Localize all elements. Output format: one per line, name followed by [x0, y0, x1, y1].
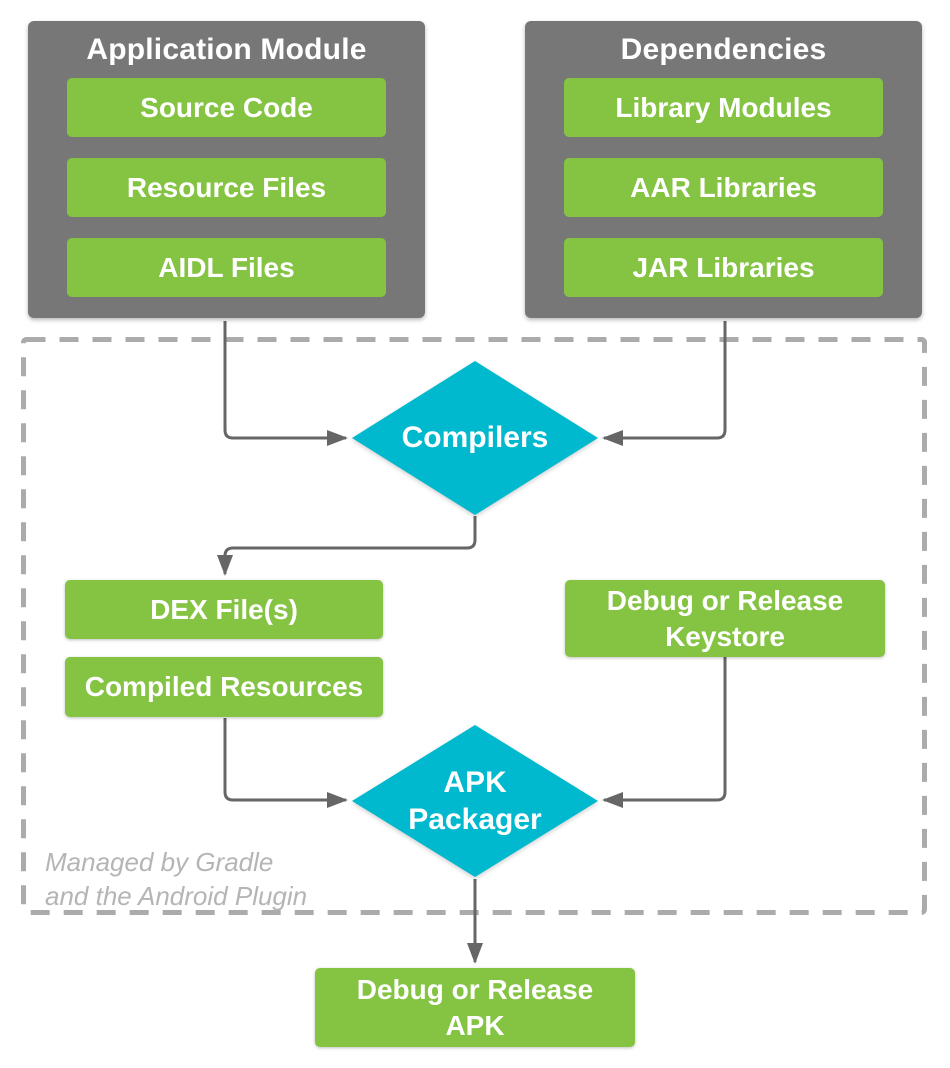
jar-libraries-box: JAR Libraries [564, 238, 883, 297]
aar-libraries-box: AAR Libraries [564, 158, 883, 217]
gradle-managed-annotation: Managed by Gradle and the Android Plugin [45, 845, 307, 913]
annotation-line-2: and the Android Plugin [45, 881, 308, 911]
compilers-diamond [352, 361, 598, 515]
dex-files-box: DEX File(s) [65, 580, 383, 639]
compiled-resources-box: Compiled Resources [65, 657, 383, 717]
edge-compilers-to-dex [217, 516, 477, 576]
aidl-files-box: AIDL Files [67, 238, 386, 297]
output-apk-box: Debug or Release APK [315, 968, 635, 1047]
annotation-line-1: Managed by Gradle [45, 847, 274, 877]
edge-keystore-to-apk-packager [602, 657, 727, 808]
dependencies-group: Dependencies Library Modules AAR Librari… [525, 21, 922, 318]
application-module-group: Application Module Source Code Resource … [28, 21, 425, 318]
resource-files-box: Resource Files [67, 158, 386, 217]
library-modules-box: Library Modules [564, 78, 883, 137]
edge-dependencies-to-compilers [602, 321, 727, 446]
apk-packager-diamond [352, 725, 598, 877]
edge-app-module-to-compilers [223, 321, 348, 446]
edge-compiled-resources-to-apk-packager [223, 718, 348, 808]
dependencies-title: Dependencies [620, 32, 827, 66]
keystore-box: Debug or Release Keystore [565, 580, 885, 657]
source-code-box: Source Code [67, 78, 386, 137]
application-module-title: Application Module [86, 32, 367, 66]
